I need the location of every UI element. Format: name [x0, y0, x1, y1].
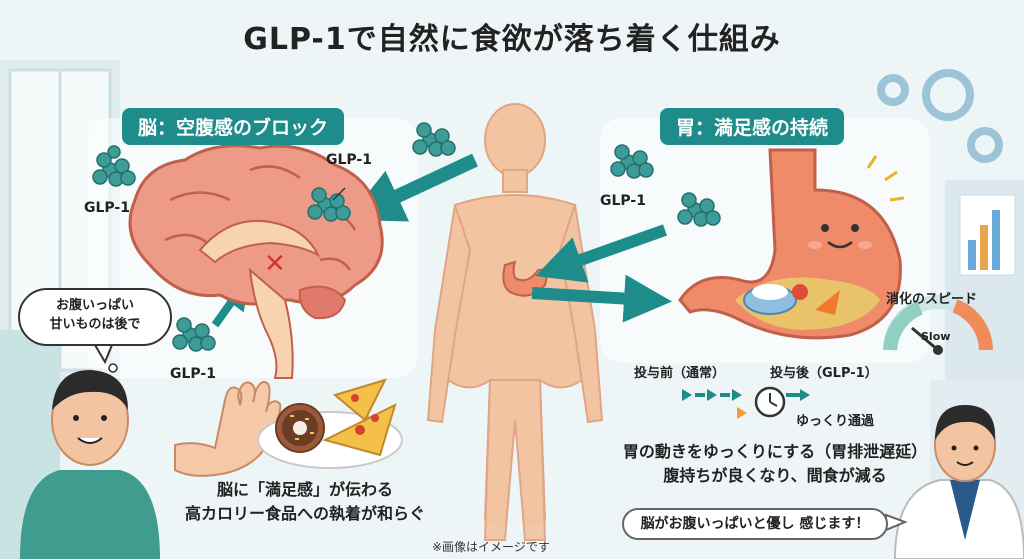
- stomach-section-label: 胃：満足感の持続: [660, 108, 845, 145]
- doctor-speech-bubble: 脳がお腹いっぱいと優し 感じます！: [622, 508, 888, 540]
- after-dosing-label: 投与後（GLP-1）: [770, 366, 878, 381]
- glp1-label-brain-top: GLP-1: [326, 152, 372, 168]
- glp1-label-stomach: GLP-1: [600, 193, 646, 209]
- digestion-speed-label: 消化のスピード: [886, 292, 978, 307]
- glp1-molecule-icon: [92, 122, 721, 352]
- block-x-icon: ✕: [264, 249, 286, 279]
- image-disclaimer: ※画像はイメージです: [432, 540, 550, 554]
- brain-caption: 脳に「満足感」が伝わる 高カロリー食品への執着が和らぐ: [184, 480, 425, 523]
- patient-speech-bubble: お腹いっぱい 甘いものは後で: [18, 288, 172, 346]
- brain-illustration: [128, 144, 384, 379]
- brain-section-label: 脳：空腹感のブロック: [122, 108, 345, 145]
- patient-character: [20, 370, 160, 559]
- digestion-speed-gauge: [883, 295, 993, 355]
- slow-passage-label: ゆっくり通過: [796, 414, 875, 429]
- glp1-label-brain-left: GLP-1: [84, 200, 130, 216]
- arrow-to-stomach-out: [531, 274, 672, 323]
- glp1-label-brainstem: GLP-1: [170, 366, 216, 382]
- clock-icon: [754, 386, 786, 418]
- speed-comparison-arrows: [632, 389, 747, 419]
- gear-icon: [877, 69, 1003, 163]
- page-title: GLP-1で自然に食欲が落ち着く仕組み: [243, 22, 781, 57]
- arrow-to-stomach-in: [535, 224, 668, 283]
- stomach-illustration: [678, 148, 905, 340]
- doctor-character: [893, 405, 1024, 559]
- stomach-caption: 胃の動きをゆっくりにする（胃排泄遅延） 腹持ちが良くなり、間食が減る: [622, 442, 928, 485]
- arrow-to-brain: [346, 153, 478, 222]
- gauge-slow-label: Slow: [921, 330, 951, 343]
- before-dosing-label: 投与前（通常）: [634, 366, 726, 381]
- food-plate: [257, 378, 403, 469]
